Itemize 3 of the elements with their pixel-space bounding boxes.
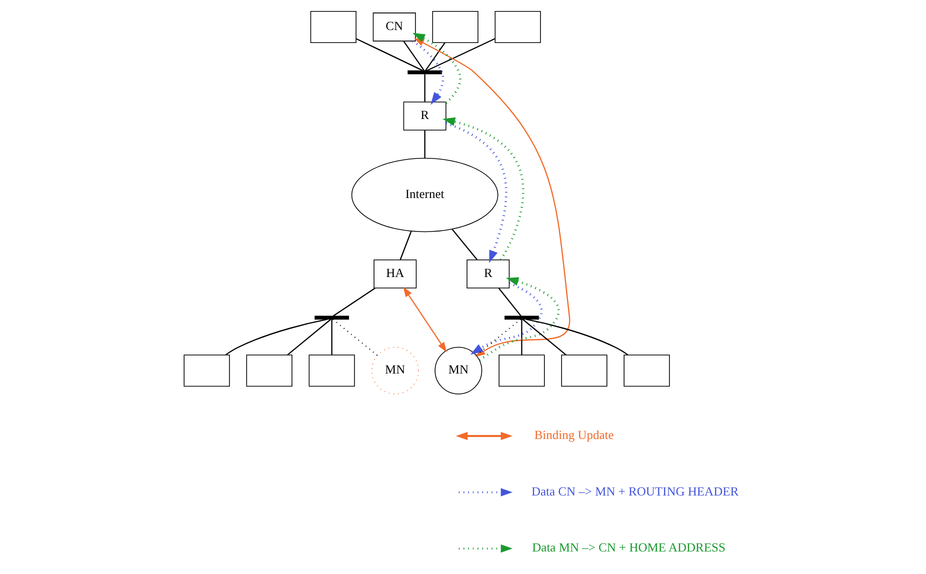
legend-label: Data MN –> CN + HOME ADDRESS: [532, 540, 725, 555]
legend-label: Binding Update: [534, 428, 614, 442]
legend-label: Data CN –> MN + ROUTING HEADER: [530, 484, 738, 498]
